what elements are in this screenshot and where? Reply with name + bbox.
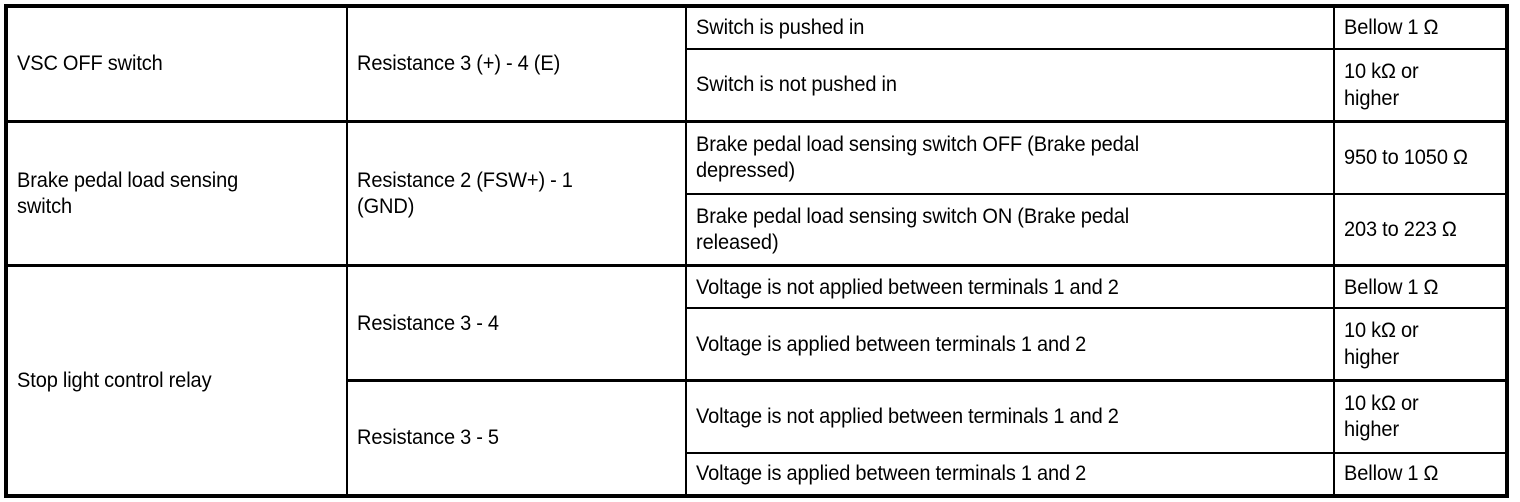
measurement-cell: Resistance 3 - 4 [346,264,687,382]
component-label: Brake pedal load sensing switch [17,167,239,219]
measurement-cell: Resistance 2 (FSW+) - 1 (GND) [346,119,687,267]
value-label: 10 kΩ or higher [1344,59,1419,110]
table-row: Voltage is applied between terminals 1 a… [6,451,1508,498]
component-label: VSC OFF switch [17,51,163,76]
measurement-cell: Resistance 3 (+) - 4 (E) [346,4,687,123]
value-cell: 10 kΩ or higher [1333,379,1508,454]
table-row: Brake pedal load sensing switch Resistan… [5,119,1508,267]
specification-table: VSC OFF switch Resistance 3 (+) - 4 (E) … [4,4,1509,498]
component-cell: Brake pedal load sensing switch [5,119,348,267]
condition-cell: Switch is pushed in [685,4,1335,51]
value-cell: 950 to 1050 Ω [1333,119,1508,195]
component-cell: Stop light control relay [5,264,348,498]
component-label: Stop light control relay [17,368,212,393]
value-cell: Bellow 1 Ω [1333,264,1508,310]
measurement-label: Resistance 3 - 5 [357,425,499,450]
condition-label: Brake pedal load sensing switch OFF (Bra… [696,131,1140,183]
value-label: Bellow 1 Ω [1344,15,1439,40]
condition-label: Switch is pushed in [696,15,865,40]
condition-cell: Voltage is not applied between terminals… [685,379,1335,454]
measurement-label: Resistance 3 - 4 [357,310,499,335]
value-label: 203 to 223 Ω [1344,216,1457,241]
condition-cell: Brake pedal load sensing switch ON (Brak… [685,192,1335,267]
value-cell: Bellow 1 Ω [1333,451,1508,498]
value-label: 10 kΩ or higher [1344,318,1419,369]
condition-cell: Voltage is applied between terminals 1 a… [685,307,1335,382]
table-row: VSC OFF switch Resistance 3 (+) - 4 (E) … [5,4,1508,123]
measurement-label: Resistance 2 (FSW+) - 1 (GND) [357,167,573,219]
condition-label: Voltage is not applied between terminals… [696,404,1119,429]
value-label: Bellow 1 Ω [1344,274,1439,299]
condition-label: Voltage is applied between terminals 1 a… [696,331,1087,356]
value-cell: 203 to 223 Ω [1333,192,1508,267]
condition-label: Brake pedal load sensing switch ON (Brak… [696,203,1130,254]
table-row: Stop light control relay Resistance 3 - … [5,264,1508,498]
table-row: Voltage is applied between terminals 1 a… [6,307,1508,382]
value-cell: 10 kΩ or higher [1333,48,1508,123]
table-row: Brake pedal load sensing switch ON (Brak… [6,192,1508,267]
table-row: Resistance 3 - 5 Voltage is not applied … [6,379,1508,498]
condition-cell: Voltage is applied between terminals 1 a… [685,451,1335,498]
value-cell: Bellow 1 Ω [1333,4,1508,51]
condition-cell: Voltage is not applied between terminals… [685,264,1335,310]
value-label: 10 kΩ or higher [1344,391,1419,442]
measurement-label: Resistance 3 (+) - 4 (E) [357,51,561,76]
condition-cell: Switch is not pushed in [685,48,1335,123]
condition-cell: Brake pedal load sensing switch OFF (Bra… [685,119,1335,195]
condition-label: Voltage is not applied between terminals… [696,274,1119,299]
value-cell: 10 kΩ or higher [1333,307,1508,382]
component-cell: VSC OFF switch [5,4,348,123]
condition-label: Switch is not pushed in [696,72,897,97]
value-label: 950 to 1050 Ω [1344,145,1468,170]
measurement-cell: Resistance 3 - 5 [346,379,687,498]
table-row: Switch is not pushed in 10 kΩ or higher [6,48,1508,123]
condition-label: Voltage is applied between terminals 1 a… [696,461,1087,486]
value-label: Bellow 1 Ω [1344,461,1439,486]
